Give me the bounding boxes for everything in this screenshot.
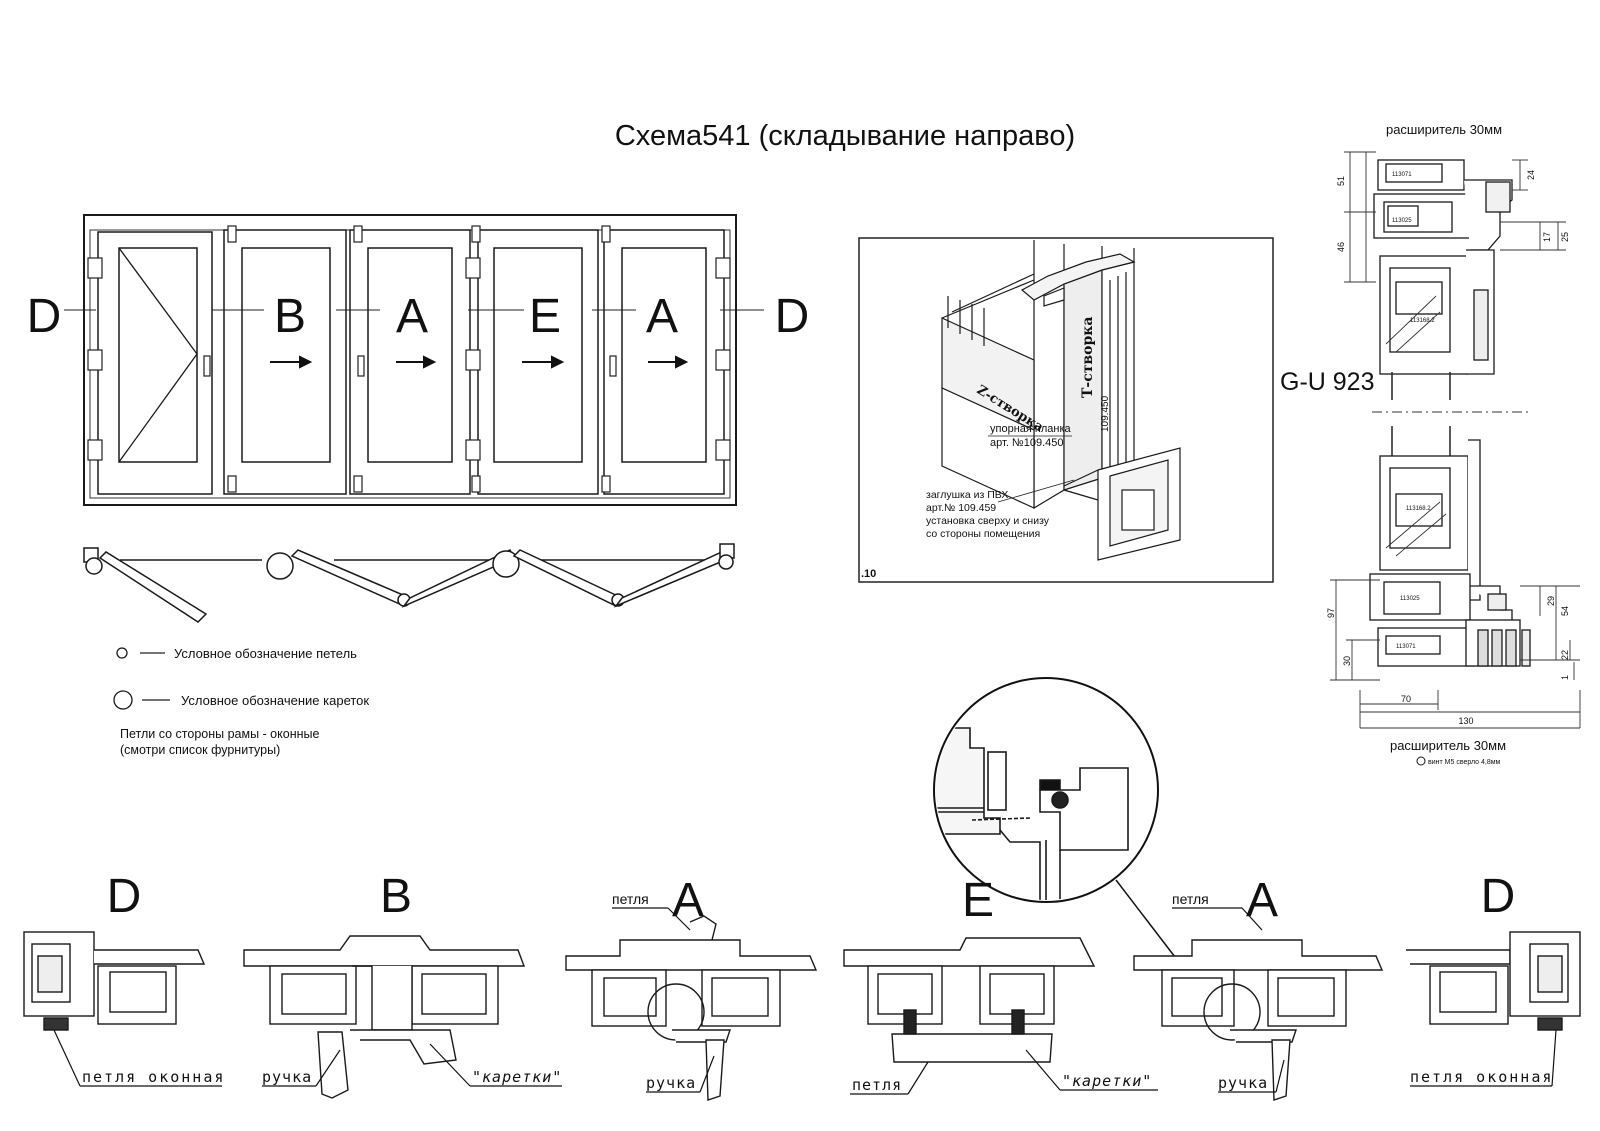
legend: Условное обозначение петель Условное обо…: [113, 646, 369, 757]
label-karetki-1: "каретки": [472, 1068, 562, 1086]
label-petlya-1: петля: [612, 891, 649, 907]
hardware-label: G-U 923: [1280, 368, 1374, 396]
elevation-label-e: E: [529, 290, 561, 343]
top-caption: расширитель 30мм: [1386, 122, 1502, 137]
section-label-b: B: [380, 870, 412, 923]
figure-number: .10: [861, 568, 876, 580]
t-sash-label: Т-створка: [1080, 317, 1096, 398]
section-label-d-right: D: [1481, 870, 1516, 923]
dim-130: 130: [1458, 716, 1473, 726]
legend-carriage: Условное обозначение кареток: [181, 693, 369, 708]
dim-51: 51: [1336, 176, 1346, 186]
isometric-detail: Т-створка Z-створка 109.450 упорная план…: [858, 237, 1274, 583]
magnified-detail: [933, 677, 1189, 975]
label-petlya-2: петля: [1172, 891, 1209, 907]
hinge-symbol-icon: [116, 647, 128, 659]
section-label-e: E: [962, 874, 994, 927]
sections-row: D B A E A D: [23, 870, 1581, 1101]
label-petlya-oknnaya-left: петля оконная: [82, 1068, 225, 1086]
legend-note-line1: Петли со стороны рамы - оконные: [120, 727, 319, 741]
legend-hinge: Условное обозначение петель: [174, 646, 357, 661]
plug-label-2: арт.№ 109.459: [926, 502, 996, 514]
elevation-drawing: D B A E A D: [27, 214, 810, 506]
folding-plan: [83, 543, 735, 623]
dim-29: 29: [1546, 596, 1556, 606]
label-petlya-bottom: петля: [852, 1076, 902, 1094]
stop-bar-label-2: арт. №109.450: [990, 437, 1064, 449]
section-label-a1: A: [672, 874, 704, 927]
dim-17: 17: [1542, 232, 1552, 242]
elevation-label-b: B: [274, 290, 306, 343]
screw-note: винт М5 сверло 4,8мм: [1428, 759, 1501, 766]
dim-30: 30: [1342, 656, 1352, 666]
plug-label-3: установка сверху и снизу: [926, 515, 1050, 527]
elevation-label-a1: A: [396, 290, 428, 343]
dim-97: 97: [1326, 608, 1336, 618]
label-karetki-2: "каретки": [1062, 1072, 1152, 1090]
label-ruchka-1: ручка: [262, 1068, 312, 1086]
carriage-symbol-icon: [113, 690, 133, 710]
vertical-section: расширитель 30мм: [1280, 122, 1581, 766]
label-ruchka-2: ручка: [646, 1074, 696, 1092]
part-code-6: 113071: [1396, 644, 1416, 650]
page-title: Схема541 (складывание направо): [615, 120, 1075, 152]
dim-70: 70: [1401, 694, 1411, 704]
bottom-caption: расширитель 30мм: [1390, 738, 1506, 753]
elevation-label-d-right: D: [775, 290, 810, 343]
section-label-a2: A: [1246, 874, 1278, 927]
stop-bar-label-1: упорная планка: [990, 423, 1072, 435]
legend-note-line2: (смотри список фурнитуры): [120, 743, 280, 757]
part-code-2: 113025: [1392, 218, 1412, 224]
plug-label-1: заглушка из ПВХ: [926, 489, 1008, 501]
vertical-code-label: 109.450: [1100, 395, 1111, 432]
dim-24: 24: [1526, 170, 1536, 180]
part-code-4: 113168.2: [1406, 506, 1431, 512]
part-code-5: 113025: [1400, 596, 1420, 602]
dim-54: 54: [1560, 606, 1570, 616]
elevation-label-d-left: D: [27, 290, 62, 343]
section-label-d-left: D: [107, 870, 142, 923]
dim-46: 46: [1336, 242, 1346, 252]
label-petlya-oknnaya-right: петля оконная: [1410, 1068, 1553, 1086]
dim-1: 1: [1560, 675, 1570, 680]
part-code-3: 113168.2: [1410, 318, 1435, 324]
dim-25: 25: [1560, 232, 1570, 242]
screw-icon: [1416, 756, 1426, 766]
elevation-label-a2: A: [646, 290, 678, 343]
part-code-1: 113071: [1392, 172, 1412, 178]
dim-22: 22: [1560, 650, 1570, 660]
label-ruchka-3: ручка: [1218, 1074, 1268, 1092]
plug-label-4: со стороны помещения: [926, 528, 1040, 540]
